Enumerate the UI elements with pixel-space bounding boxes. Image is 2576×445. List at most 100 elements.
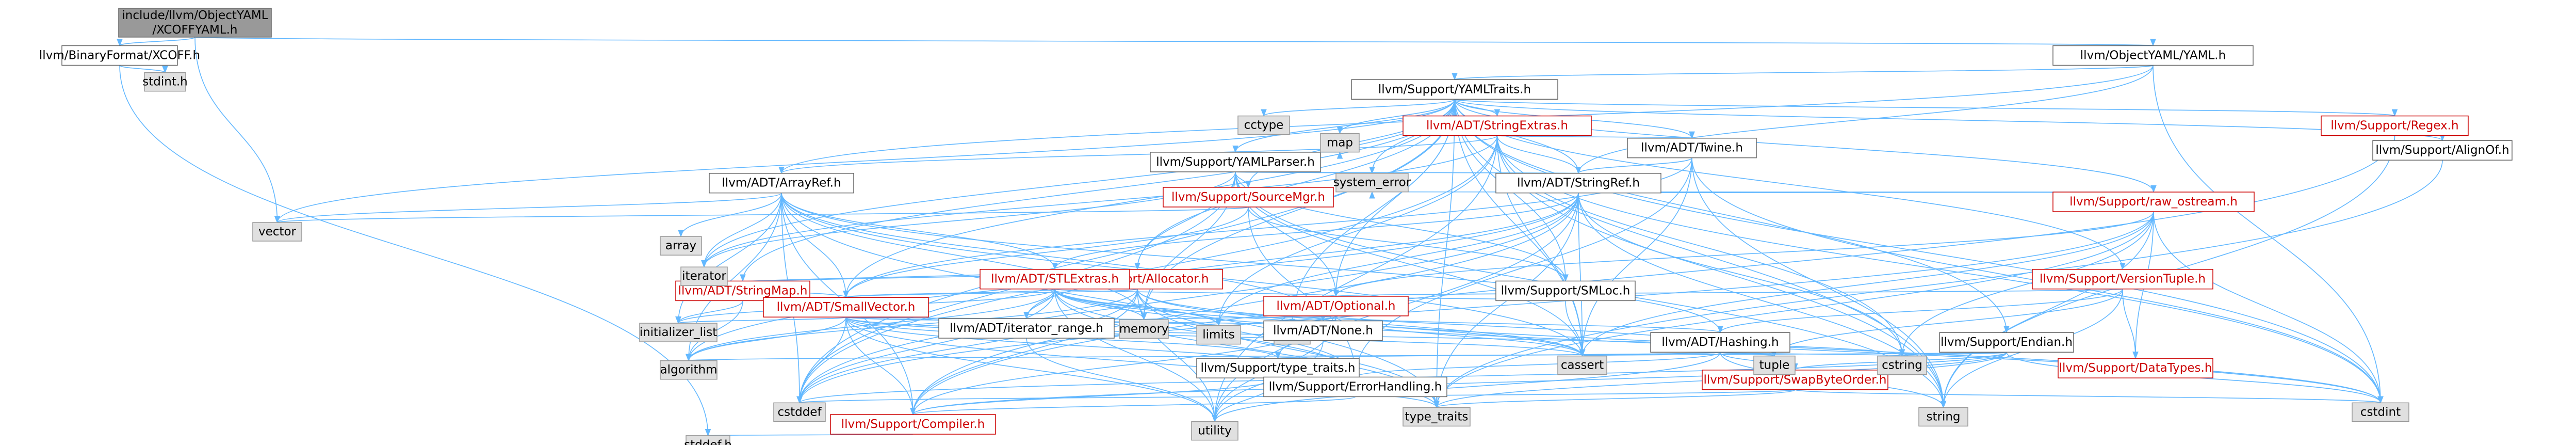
node-label: string <box>1926 410 1960 423</box>
node-Endian[interactable]: llvm/Support/Endian.h <box>1939 332 2074 353</box>
edge-root-to-BinaryFormat_XCOFF <box>117 37 195 46</box>
edge-YAMLTraits-to-AlignOf <box>1454 99 2445 141</box>
edge-YAMLTraits-to-YAMLParser <box>1232 99 1455 153</box>
node-label: llvm/Support/ErrorHandling.h <box>1269 380 1442 393</box>
node-DataTypes[interactable]: llvm/Support/DataTypes.h <box>2058 358 2213 378</box>
node-label: llvm/Support/Compiler.h <box>841 418 985 431</box>
node-label: llvm/ADT/STLExtras.h <box>991 273 1119 286</box>
edge-Twine-to-cassert <box>1579 157 1692 357</box>
node-label: cctype <box>1244 119 1284 132</box>
edge-Optional-to-memory <box>1142 312 1336 321</box>
node-Optional[interactable]: llvm/ADT/Optional.h <box>1263 296 1409 316</box>
edge-YAMLTraits-to-cstdint <box>1454 99 2384 404</box>
node-AlignOf[interactable]: llvm/Support/AlignOf.h <box>2372 140 2513 161</box>
node-label: llvm/Support/YAMLTraits.h <box>1378 83 1531 96</box>
node-label: llvm/Support/YAMLParser.h <box>1156 155 1315 169</box>
edge-iterator_range-to-utility <box>1026 338 1218 423</box>
node-label: llvm/Support/SMLoc.h <box>1501 284 1631 297</box>
node-None[interactable]: llvm/ADT/None.h <box>1263 320 1383 341</box>
edge-SmallVector-to-initializer_list <box>675 316 846 324</box>
edge-SMLoc-to-cassert <box>1565 300 1586 357</box>
edge-raw_ostream-to-Optional <box>1333 211 2154 297</box>
edge-YAMLTraits-to-cassert <box>1454 99 1586 357</box>
edge-Hashing-to-ErrorHandling <box>1352 352 1721 378</box>
node-label: llvm/ADT/Twine.h <box>1641 141 1743 155</box>
edge-YAMLTraits-to-type_traits <box>1433 99 1455 408</box>
node-ArrayRef[interactable]: llvm/ADT/ArrayRef.h <box>709 172 854 194</box>
edge-YAMLTraits-to-map <box>1336 99 1455 135</box>
edge-Optional-to-Hashing <box>1335 315 1723 333</box>
node-label: llvm/Support/Endian.h <box>1941 336 2073 349</box>
node-Compiler[interactable]: llvm/Support/Compiler.h <box>830 414 996 435</box>
edge-VersionTuple-to-Optional <box>1334 288 2123 297</box>
edge-SourceMgr-to-SmallVector <box>843 206 1249 298</box>
edge-AlignOf-to-type_traits <box>1433 160 2443 408</box>
edge-Twine-to-StringRef <box>1575 157 1692 174</box>
dependency-nodes: include/llvm/ObjectYAML/XCOFFYAML.h llvm/… <box>39 8 2513 445</box>
node-StringRef[interactable]: llvm/ADT/StringRef.h <box>1495 172 1661 194</box>
node-label: llvm/ADT/ArrayRef.h <box>722 177 841 190</box>
node-label: stddef.h <box>684 438 732 445</box>
edge-StringRef-to-Compiler <box>910 193 1579 416</box>
node-label: llvm/Support/type_traits.h <box>1201 361 1356 375</box>
node-string: string <box>1918 407 1968 427</box>
edge-StringRef-to-cstddef <box>796 193 1579 404</box>
edge-YAMLTraits-to-Regex <box>1454 99 2397 117</box>
node-VersionTuple[interactable]: llvm/Support/VersionTuple.h <box>2032 268 2213 290</box>
edge-YAMLTraits-to-string <box>1454 99 1947 408</box>
edge-SourceMgr-to-SMLoc <box>1248 206 1569 282</box>
edge-STLExtras-to-Optional <box>1054 288 1339 297</box>
node-SmallVector[interactable]: llvm/ADT/SmallVector.h <box>763 297 929 317</box>
node-label: llvm/ADT/Optional.h <box>1277 299 1396 313</box>
edge-StringExtras-to-limits <box>1215 135 1498 327</box>
node-ObjectYAML_YAML[interactable]: llvm/ObjectYAML/YAML.h <box>2052 45 2254 66</box>
node-array: array <box>660 236 702 256</box>
node-Regex[interactable]: llvm/Support/Regex.h <box>2321 115 2469 136</box>
node-BinaryFormat_XCOFF[interactable]: llvm/BinaryFormat/XCOFF.h <box>39 45 200 66</box>
node-Twine[interactable]: llvm/ADT/Twine.h <box>1627 137 1757 158</box>
node-cstddef: cstddef <box>773 402 826 422</box>
edge-SwapByteOrder-to-cstdint <box>1795 389 2383 404</box>
edge-SmallVector-to-algorithm <box>686 317 846 362</box>
node-SourceMgr[interactable]: llvm/Support/SourceMgr.h <box>1163 187 1334 208</box>
edge-YAMLTraits-to-new <box>1289 99 1455 327</box>
edge-StringRef-to-STLExtras <box>1052 193 1579 271</box>
node-label: /XCOFFYAML.h <box>153 23 238 37</box>
edge-Allocator-to-cstddef <box>796 289 1138 404</box>
node-raw_ostream[interactable]: llvm/Support/raw_ostream.h <box>2052 192 2255 212</box>
edge-Hashing-to-cassert <box>1579 349 1721 357</box>
edge-SourceMgr-to-ErrorHandling <box>1248 206 1359 378</box>
node-ErrorHandling[interactable]: llvm/Support/ErrorHandling.h <box>1263 376 1447 398</box>
node-StringExtras[interactable]: llvm/ADT/StringExtras.h <box>1403 115 1592 136</box>
node-label: iterator <box>682 269 726 283</box>
edge-StringExtras-to-iterator <box>701 135 1498 268</box>
node-label: cstdint <box>2360 405 2401 419</box>
node-utility: utility <box>1191 421 1238 441</box>
node-STLExtras[interactable]: llvm/ADT/STLExtras.h <box>980 268 1130 290</box>
node-iterator_range[interactable]: llvm/ADT/iterator_range.h <box>938 318 1115 339</box>
node-label: initializer_list <box>640 326 718 339</box>
node-root[interactable]: include/llvm/ObjectYAML/XCOFFYAML.h <box>118 8 272 38</box>
node-system_error: system_error <box>1333 172 1411 193</box>
node-label: vector <box>258 225 296 239</box>
edge-BinaryFormat_XCOFF-to-stddef <box>119 65 711 437</box>
node-label: cstddef <box>777 405 822 419</box>
node-label: map <box>1327 136 1353 150</box>
edge-Endian-to-cassert <box>1580 348 2007 357</box>
node-SMLoc[interactable]: llvm/Support/SMLoc.h <box>1495 280 1636 301</box>
node-algorithm: algorithm <box>660 360 718 380</box>
node-label: tuple <box>1759 359 1790 372</box>
edge-ObjectYAML_YAML-to-StringRef <box>1575 65 2154 174</box>
node-type_traits: type_traits <box>1403 407 1471 427</box>
node-YAMLParser[interactable]: llvm/Support/YAMLParser.h <box>1150 152 1321 172</box>
edge-ArrayRef-to-type_traits <box>781 193 1440 408</box>
node-type_traits_h[interactable]: llvm/Support/type_traits.h <box>1196 358 1360 378</box>
node-cassert: cassert <box>1557 355 1607 375</box>
node-SwapByteOrder[interactable]: llvm/Support/SwapByteOrder.h <box>1702 370 1888 390</box>
node-Hashing[interactable]: llvm/ADT/Hashing.h <box>1650 332 1790 353</box>
edge-ArrayRef-to-memory <box>781 193 1147 321</box>
edge-STLExtras-to-SmallVector <box>843 288 1055 298</box>
edge-raw_ostream-to-cassert <box>1579 212 2154 357</box>
node-YAMLTraits[interactable]: llvm/Support/YAMLTraits.h <box>1351 79 1558 100</box>
